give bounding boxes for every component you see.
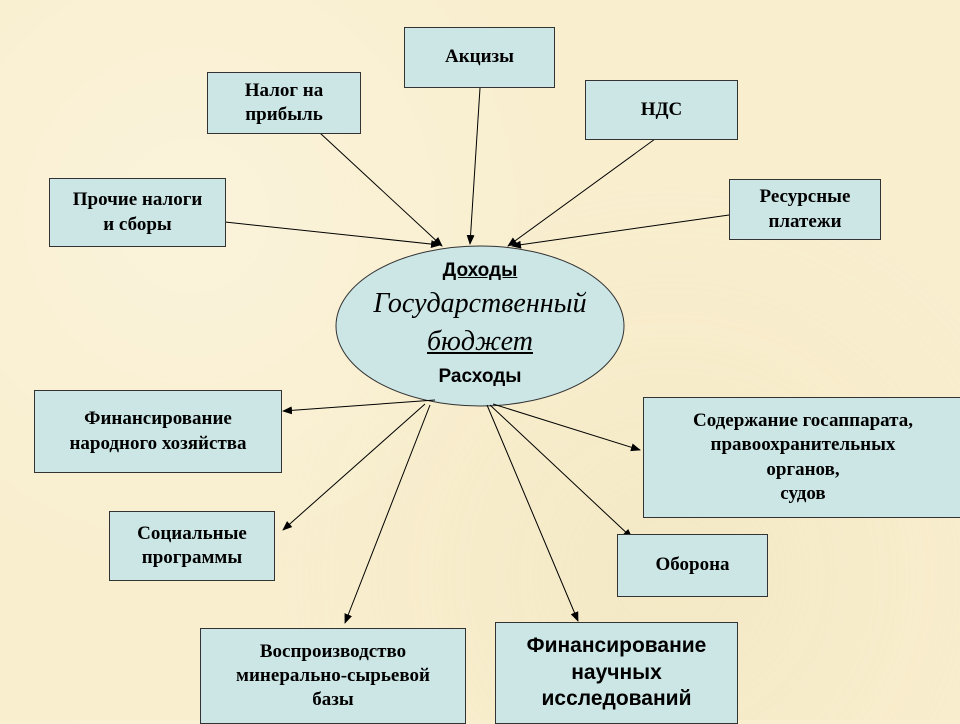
- box-resource-payments: Ресурсные платежи: [729, 179, 881, 240]
- arrow-mineral: [344, 404, 431, 624]
- arrow-other-taxes: [224, 221, 441, 249]
- arrow-science: [486, 404, 579, 622]
- box-mineral-base: Воспроизводство минерально-сырьевой базы: [200, 628, 466, 724]
- box-science: Финансирование научных исследований: [495, 622, 738, 724]
- box-profit-tax: Налог на прибыль: [207, 72, 361, 134]
- income-label: Доходы: [442, 260, 518, 281]
- expenses-label: Расходы: [438, 366, 522, 387]
- box-national-economy: Финансирование народного хозяйства: [34, 390, 282, 473]
- arrow-defense: [489, 404, 633, 539]
- arrow-administration: [492, 403, 641, 452]
- budget-title-line2: бюджет: [427, 326, 533, 357]
- arrow-excise: [466, 87, 481, 245]
- box-excise: Акцизы: [404, 27, 555, 88]
- arrow-vat: [507, 138, 656, 247]
- budget-ellipse: [335, 245, 625, 407]
- arrow-resource-payments: [511, 214, 730, 249]
- box-vat: НДС: [585, 80, 738, 140]
- arrow-profit-tax: [319, 132, 443, 247]
- box-other-taxes: Прочие налоги и сборы: [49, 178, 226, 247]
- box-social-programs: Социальные программы: [109, 511, 275, 581]
- budget-title-line1: Государственный: [373, 288, 587, 319]
- box-defense: Оборона: [617, 534, 768, 597]
- box-administration: Содержание госаппарата, правоохранительн…: [643, 397, 960, 518]
- arrow-social: [282, 403, 426, 531]
- arrow-national-economy: [282, 399, 436, 415]
- budget-center: Доходы Государственный бюджет Расходы: [336, 246, 624, 406]
